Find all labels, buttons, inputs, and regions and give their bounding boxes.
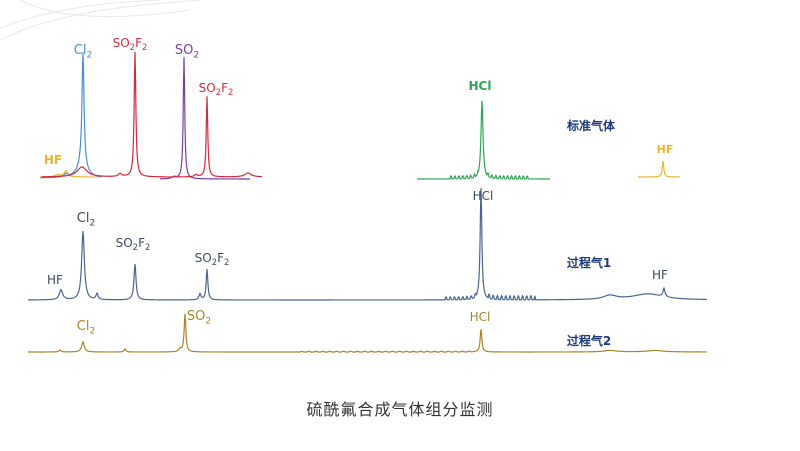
std-label-cl2: Cl2 <box>74 43 93 60</box>
std-trace-so2f2-b <box>164 96 263 178</box>
process1-label-so2f2-a: SO2F2 <box>116 236 151 252</box>
std-label-hf-left: HF <box>44 153 62 167</box>
std-series-name: 标准气体 <box>566 118 616 133</box>
std-label-so2: SO2 <box>175 43 199 60</box>
background-decoration <box>0 0 201 41</box>
process2-label-hcl: HCl <box>470 310 491 324</box>
process2-series-name: 过程气2 <box>567 333 611 348</box>
process2-label-so2: SO2 <box>187 309 211 326</box>
std-trace-so2 <box>159 57 250 180</box>
process1-label-hcl: HCl <box>473 189 494 203</box>
chart-caption: 硫酰氟合成气体组分监测 <box>306 400 494 419</box>
std-label-so2f2-a: SO2F2 <box>113 36 148 52</box>
process1-series-name: 过程气1 <box>567 255 611 270</box>
std-label-hf-right: HF <box>657 143 674 156</box>
std-trace-hcl <box>417 100 550 180</box>
process1-trace <box>28 187 708 301</box>
process2-trace <box>28 313 708 353</box>
std-trace-hf-right <box>638 160 681 178</box>
std-label-hcl: HCl <box>469 79 492 93</box>
std-trace-so2f2-a <box>42 51 165 178</box>
process1-label-hf-right: HF <box>652 268 668 282</box>
process1-label-so2f2-b: SO2F2 <box>195 251 230 267</box>
process2-label-cl2: Cl2 <box>77 319 96 336</box>
process1-label-hf-left: HF <box>47 273 63 287</box>
std-label-so2f2-b: SO2F2 <box>199 81 234 97</box>
process1-label-cl2: Cl2 <box>77 211 96 228</box>
